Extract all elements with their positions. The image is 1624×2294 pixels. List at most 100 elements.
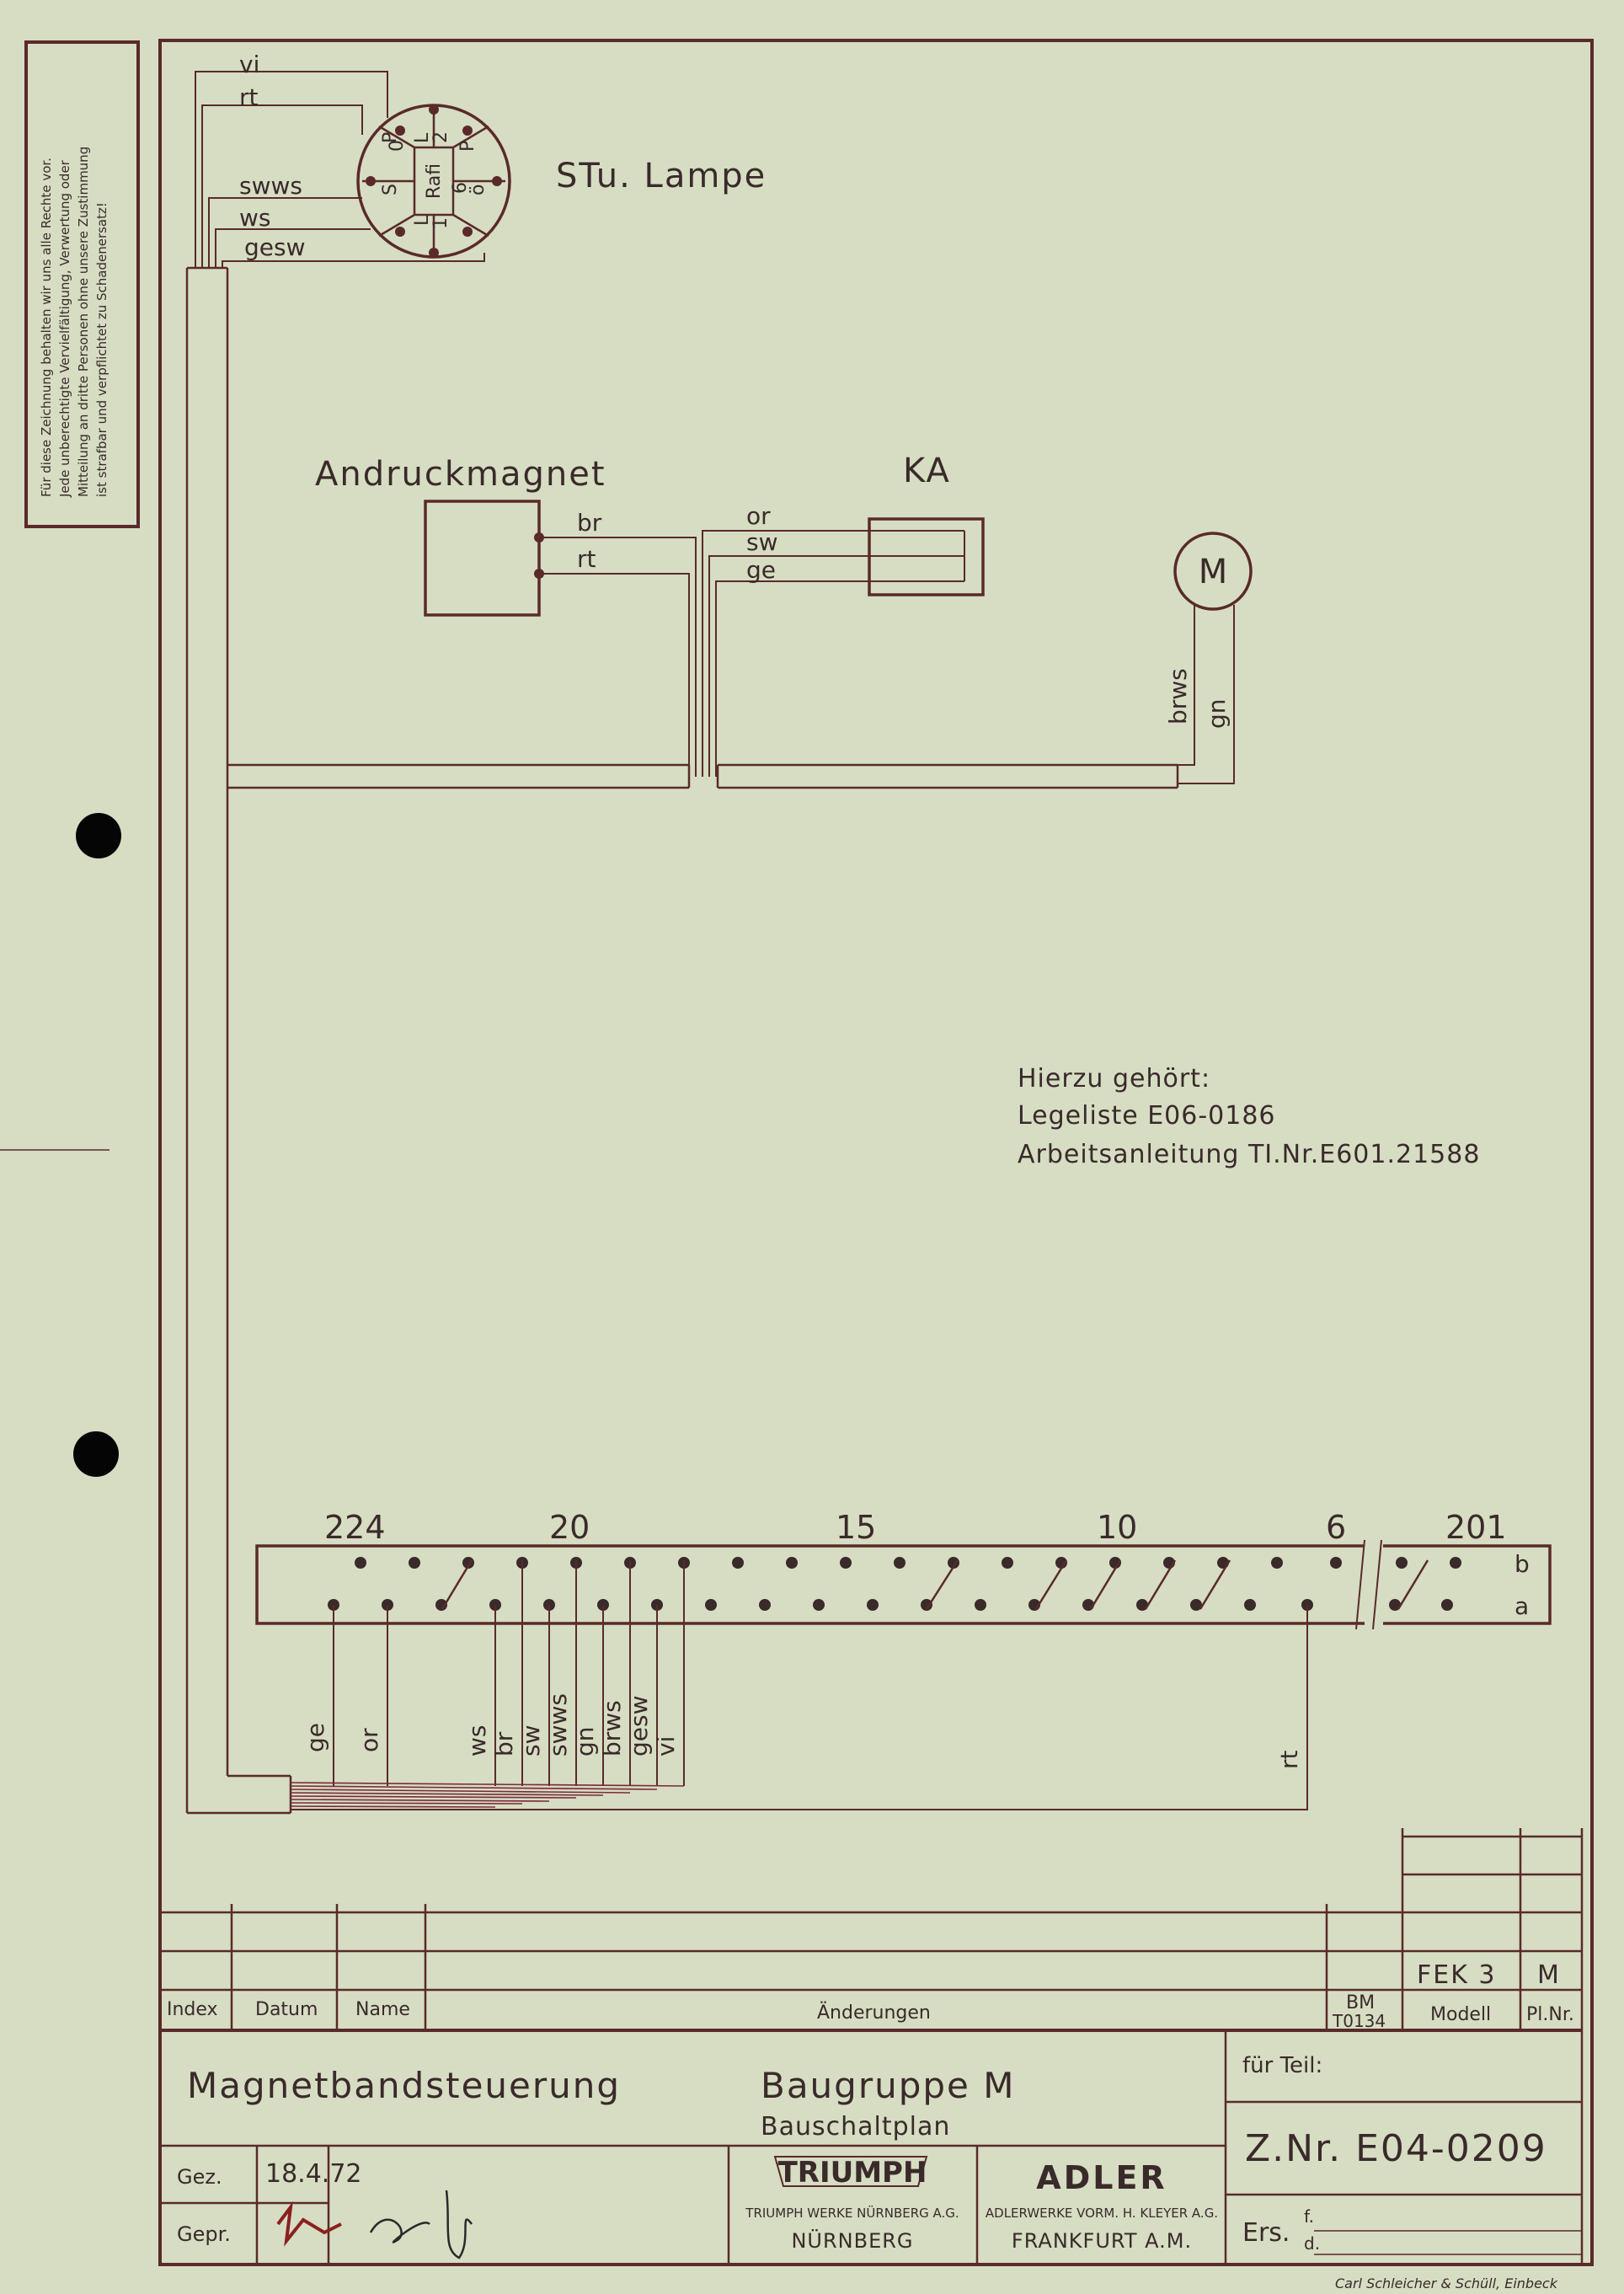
connector-center-label: Rafi [424,163,445,199]
contact-a [1244,1599,1256,1611]
modell-value: FEK 3 [1417,1960,1497,1990]
connector-pin-label: P [457,141,478,152]
andruck-wires [539,537,697,777]
adler-logo: ADLER [1036,2159,1167,2196]
triumph-company-line: TRIUMPH WERKE NÜRNBERG A.G. [745,2205,959,2221]
adler-logo-text: ADLER [1036,2159,1167,2196]
header-aenderungen: Änderungen [817,2002,931,2024]
triumph-city: NÜRNBERG [791,2228,913,2253]
connector-pin-label: L [412,215,433,226]
wire-label-vi: vi [239,51,259,78]
terminal-number: 15 [836,1509,876,1546]
row-label-a: a [1514,1592,1529,1620]
header-datum: Datum [255,1999,318,2020]
ers-label: Ers. [1242,2218,1290,2248]
contact-b [786,1557,798,1569]
terminal-contacts [328,1557,1461,1611]
harness-bundle-end [290,1782,685,1808]
notice-line-4: ist strafbar und verpflichtet zu Schaden… [94,202,110,497]
motor-symbol [1173,532,1253,611]
notice-line-3: Mitteilung an dritte Personen ohne unser… [76,147,91,497]
terminal-bridges [441,1559,1429,1610]
contact-a [867,1599,879,1611]
plnr-value: M [1537,1960,1559,1990]
connector-pin-label: L [412,132,433,143]
wire-label-ws: ws [463,1725,491,1757]
wire-label-sw: sw [746,528,778,556]
ers-d: d. [1304,2233,1320,2254]
wire-label-brws: brws [1164,668,1192,725]
motor-wires [1178,605,1235,784]
wire-harness [185,266,1179,1815]
connector-pin-label: S [380,184,401,195]
wire-label-br: br [490,1731,518,1757]
terminal-strip [255,1539,1552,1630]
wire-label-ge: ge [746,556,776,584]
andruckmagnet-box [424,500,541,617]
drawing-title: Magnetbandsteuerung [187,2065,621,2106]
terminal-number: 10 [1097,1509,1137,1546]
pin-dot [462,227,473,237]
contact-b [1330,1557,1342,1569]
terminal-wires [291,1560,1308,1810]
notice-line-2: Jede unberechtigte Vervielfältigung, Ver… [57,159,72,498]
wire-label-or: or [746,502,771,530]
contact-b [1055,1557,1067,1569]
pin-dot [366,176,376,186]
contact-b [462,1557,474,1569]
wire-label-rt: rt [577,545,596,573]
drawing-number: Z.Nr. E04-0209 [1245,2127,1547,2170]
connector-pin-label: ö [467,184,489,195]
contact-b [1271,1557,1283,1569]
triumph-logo-text: TRIUMPH [778,2156,927,2190]
bm-number: T0134 [1332,2011,1386,2031]
contact-b [948,1557,959,1569]
pin-dot [462,126,473,136]
contact-b [840,1557,852,1569]
terminal-number: 201 [1445,1509,1507,1546]
notice-line-1: Für diese Zeichnung behalten wir uns all… [39,158,54,497]
printer-imprint: Carl Schleicher & Schüll, Einbeck [1335,2275,1558,2291]
contact-a [705,1599,717,1611]
gez-date: 18.4.72 [265,2159,362,2189]
row-label-b: b [1514,1550,1530,1578]
contact-b [355,1557,366,1569]
drawing-group: Baugruppe M [761,2065,1015,2106]
connector-pin-label: 0 [387,140,408,152]
pin-dot [429,248,439,258]
gez-label: Gez. [177,2165,222,2189]
pin-dot [429,104,439,115]
header-index: Index [167,1999,218,2020]
binder-hole-upper [76,813,121,858]
contact-b [732,1557,744,1569]
drawing-subgroup: Bauschaltplan [761,2112,950,2142]
bm-label: BM [1346,1992,1375,2013]
ers-f: f. [1304,2206,1314,2227]
contact-b [1002,1557,1013,1569]
wire-label-rt: rt [1275,1750,1303,1769]
wire-label-gesw: gesw [244,233,306,261]
copyright-notice: Für diese Zeichnung behalten wir uns all… [24,40,140,528]
contact-a [813,1599,825,1611]
terminal-number: 20 [549,1509,590,1546]
gepr-label: Gepr. [177,2222,231,2246]
contact-a [759,1599,771,1611]
header-plnr: Pl.Nr. [1526,2004,1574,2025]
contact-a [435,1599,447,1611]
wire-label-gesw: gesw [625,1696,653,1757]
wire-label-swws: swws [239,172,302,200]
contact-b [409,1557,420,1569]
wire-label-br: br [577,509,602,537]
wire-label-rt: rt [239,83,259,111]
reference-note: Hierzu gehört: Legeliste E06-0186 Arbeit… [1018,1064,1479,1169]
motor-label: M [1199,553,1228,591]
adler-company-line: ADLERWERKE VORM. H. KLEYER A.G. [986,2206,1218,2221]
contact-a [1441,1599,1453,1611]
ka-wires [702,530,965,777]
wire-label-gn: gn [1203,698,1231,729]
top-wire-bundle [195,71,485,268]
wire-label-brws: brws [598,1700,626,1757]
contact-b [894,1557,905,1569]
note-line-1: Hierzu gehört: [1018,1064,1210,1094]
